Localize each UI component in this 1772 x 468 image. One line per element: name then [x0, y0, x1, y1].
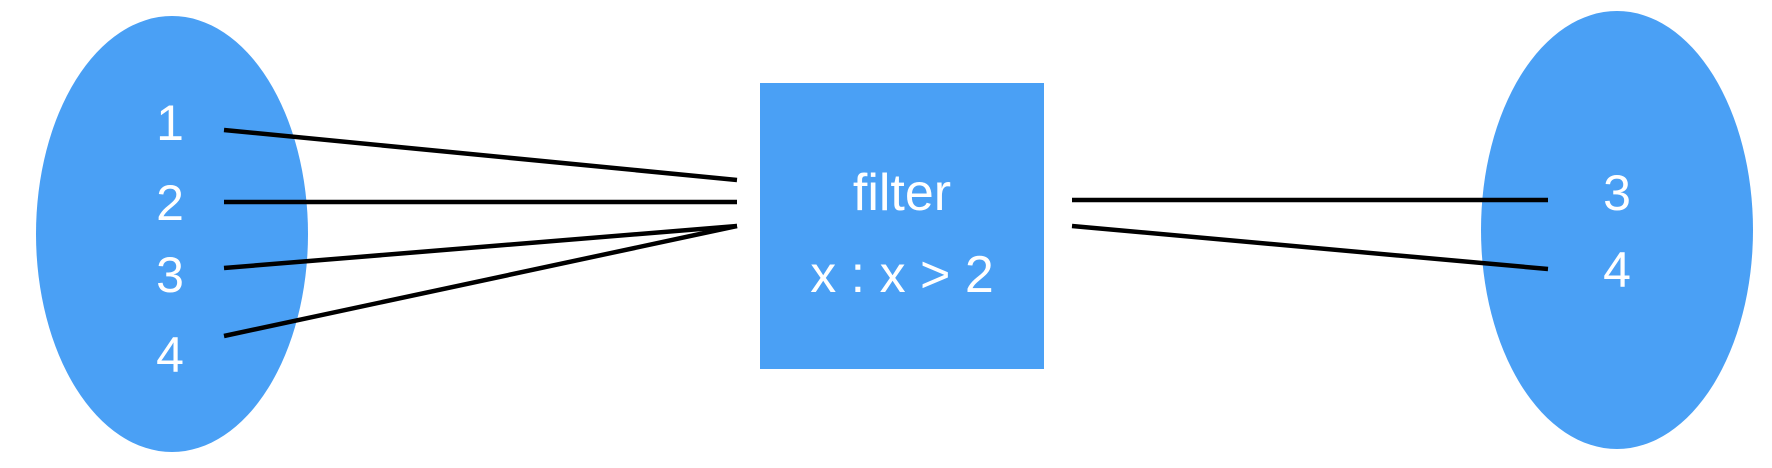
function-expression: x : x > 2: [810, 246, 994, 304]
input-connectors: [223, 127, 738, 339]
function-box-rect: [760, 83, 1044, 369]
output-set: 3 4: [1481, 11, 1753, 449]
output-item: 3: [1603, 165, 1631, 221]
output-item: 4: [1603, 242, 1631, 298]
output-set-ellipse: [1481, 11, 1753, 449]
connector-3-to-filter: [223, 223, 738, 271]
connector-1-to-filter: [223, 127, 738, 183]
function-title: filter: [853, 164, 951, 222]
connector-4-to-filter: [223, 223, 738, 339]
output-connectors: [1071, 197, 1549, 272]
input-item: 3: [156, 247, 184, 303]
input-item: 4: [156, 327, 184, 383]
function-box: filter x : x > 2: [760, 83, 1044, 369]
input-set: 1 2 3 4: [36, 16, 308, 452]
connector-filter-to-4: [1071, 223, 1549, 272]
input-item: 1: [156, 95, 184, 151]
input-set-ellipse: [36, 16, 308, 452]
input-item: 2: [156, 175, 184, 231]
